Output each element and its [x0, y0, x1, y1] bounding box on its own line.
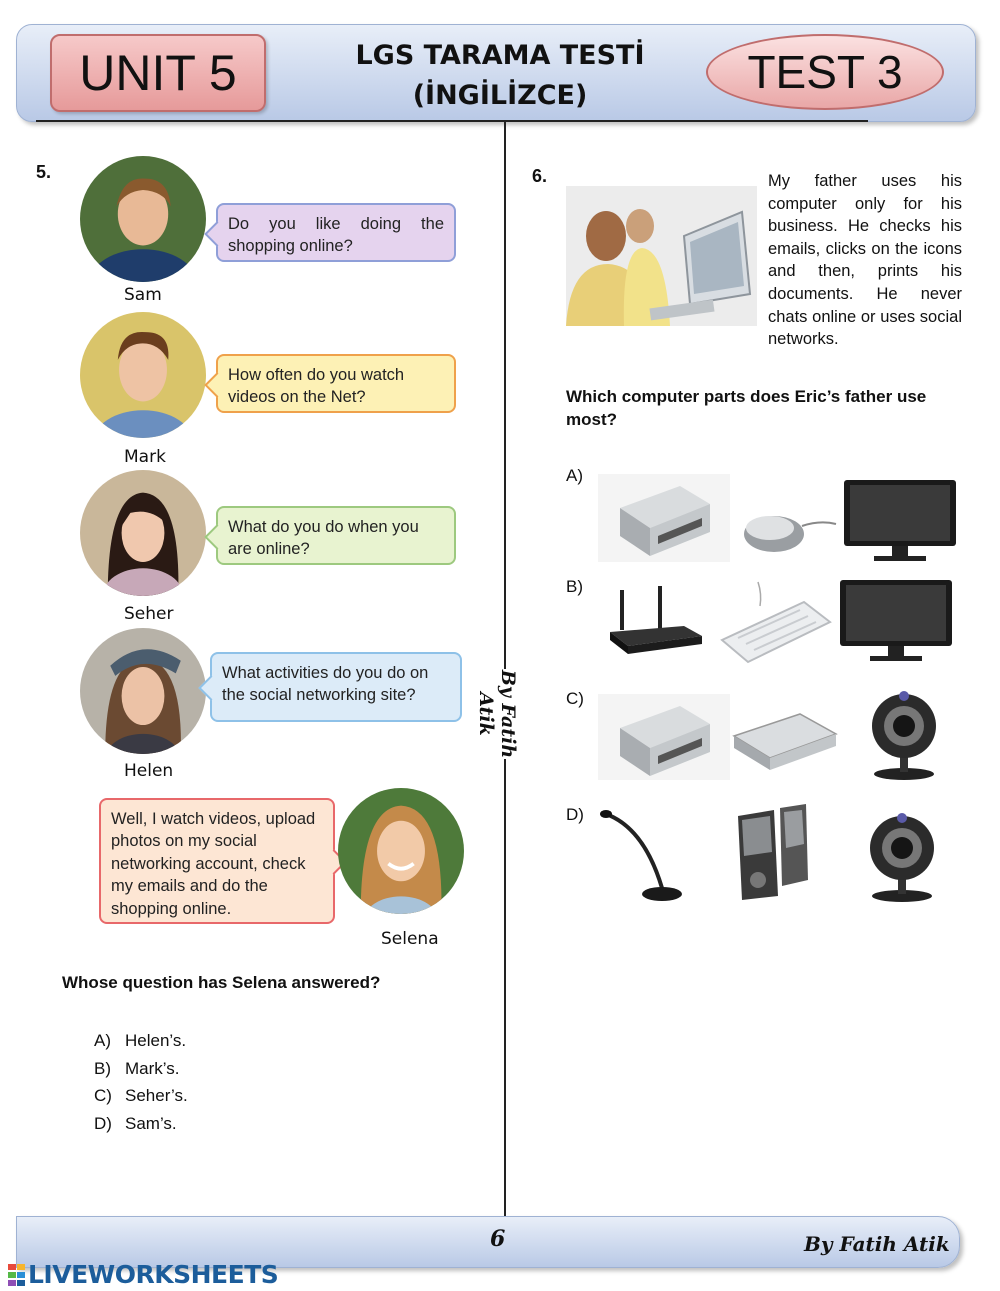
name-seher: Seher: [124, 604, 174, 624]
name-selena: Selena: [381, 929, 439, 949]
avatar-mark: [80, 312, 206, 438]
header-divider: [36, 120, 868, 122]
speech-bubble-mark: How often do you watch videos on the Net…: [216, 354, 456, 413]
footer-signature: By Fatih Atik: [804, 1232, 950, 1256]
page-number: 6: [490, 1226, 506, 1252]
unit-label: UNIT 5: [50, 34, 266, 112]
footer-bar: [16, 1216, 960, 1268]
logo-text: LIVEWORKSHEETS: [28, 1260, 279, 1289]
person-icon: [80, 156, 206, 282]
scanner-icon[interactable]: [730, 708, 840, 774]
webcam-icon[interactable]: [862, 812, 942, 904]
question-6-paragraph: My father uses his computer only for his…: [768, 172, 962, 349]
option-b[interactable]: B)Mark’s.: [94, 1058, 180, 1078]
name-sam: Sam: [124, 285, 162, 305]
webcam-icon[interactable]: [864, 690, 944, 782]
avatar-seher: [80, 470, 206, 596]
question-5-number: 5.: [36, 162, 52, 182]
option-a-letter[interactable]: A): [566, 466, 583, 485]
printer-icon[interactable]: [598, 474, 730, 562]
question-5-text: Whose question has Selena answered?: [62, 973, 381, 992]
microphone-icon[interactable]: [598, 808, 684, 904]
name-helen: Helen: [124, 761, 174, 781]
avatar-selena: [338, 788, 464, 914]
question-5-options: A)Helen’s. B)Mark’s. C)Seher’s. D)Sam’s.: [94, 1027, 188, 1137]
speakers-icon[interactable]: [734, 800, 812, 904]
option-d-letter[interactable]: D): [566, 805, 584, 824]
name-mark: Mark: [124, 447, 166, 467]
computer-user-icon: [566, 186, 757, 326]
side-signature: By Fatih Atik: [475, 669, 519, 759]
option-b-letter[interactable]: B): [566, 577, 583, 596]
speech-bubble-seher: What do you do when you are online?: [216, 506, 456, 565]
monitor-icon[interactable]: [842, 478, 958, 562]
title-line-1: LGS TARAMA TESTİ: [355, 40, 645, 71]
monitor-icon[interactable]: [838, 578, 954, 664]
father-son-photo: [566, 186, 757, 326]
speech-bubble-helen: What activities do you do on the social …: [210, 652, 462, 722]
keyboard-icon[interactable]: [718, 580, 834, 666]
person-icon: [80, 628, 206, 754]
mouse-icon[interactable]: [740, 496, 838, 556]
logo-icon: [8, 1263, 25, 1286]
printer-icon[interactable]: [598, 694, 730, 780]
option-d[interactable]: D)Sam’s.: [94, 1113, 177, 1133]
question-6-number: 6.: [532, 166, 548, 186]
person-icon: [338, 788, 464, 914]
speech-bubble-sam: Do you like doing the shopping online?: [216, 203, 456, 262]
page-title: LGS TARAMA TESTİ (İNGİLİZCE): [320, 36, 680, 116]
liveworksheets-logo[interactable]: LIVEWORKSHEETS: [8, 1260, 279, 1289]
title-line-2: (İNGİLİZCE): [412, 80, 588, 111]
avatar-sam: [80, 156, 206, 282]
test-label: TEST 3: [706, 34, 944, 110]
person-icon: [80, 470, 206, 596]
question-6-text: Which computer parts does Eric’s father …: [566, 387, 927, 429]
person-icon: [80, 312, 206, 438]
option-c-letter[interactable]: C): [566, 689, 584, 708]
option-c[interactable]: C)Seher’s.: [94, 1086, 188, 1105]
option-a[interactable]: A)Helen’s.: [94, 1031, 187, 1050]
avatar-helen: [80, 628, 206, 754]
speech-bubble-selena: Well, I watch videos, upload photos on m…: [99, 798, 335, 924]
router-icon[interactable]: [606, 586, 706, 656]
